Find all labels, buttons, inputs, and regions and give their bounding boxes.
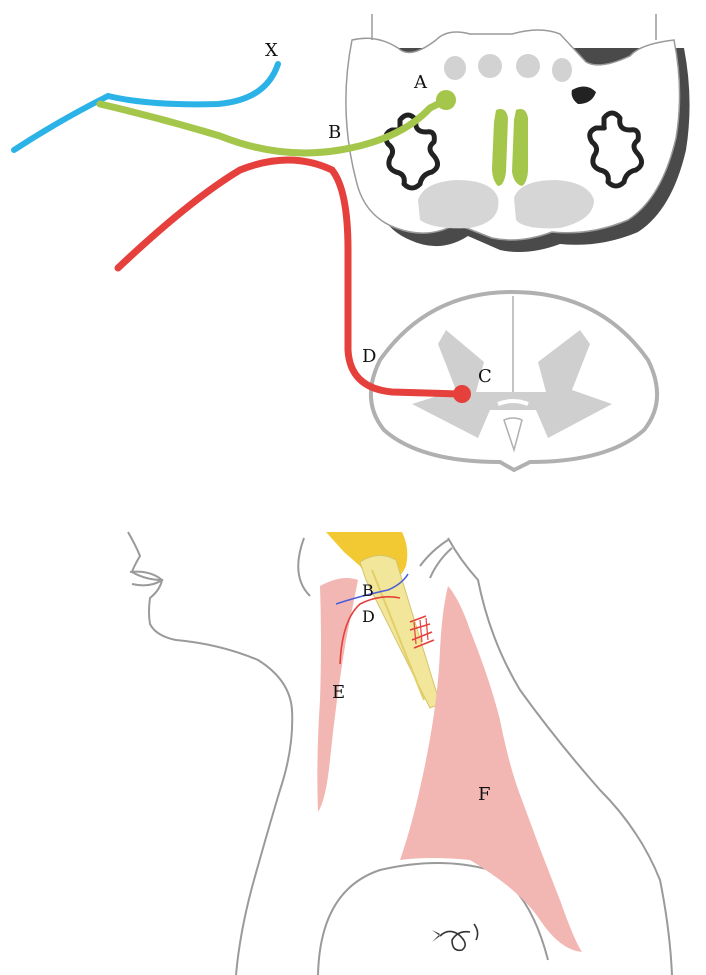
pyramid-right [514, 180, 594, 229]
blue-nerve-fiber [11, 61, 281, 153]
pyramid-left [418, 180, 499, 229]
label-a: A [413, 72, 428, 93]
neck-rootlet-ticks [413, 617, 429, 645]
neck-back-line [297, 537, 673, 975]
green-nerve-fiber [96, 96, 450, 157]
dorsal-nucleus [552, 58, 572, 82]
label-e: E [332, 682, 345, 703]
shoulder-curve [317, 862, 549, 975]
anterior-median-fissure [503, 417, 523, 453]
occipital-structure [429, 547, 453, 579]
label-f: F [478, 784, 491, 805]
green-nucleus-left [492, 109, 508, 186]
dorsal-nucleus [478, 54, 502, 78]
head-neck-illustration: B D E F [127, 531, 673, 975]
neck-red-rootlets [409, 615, 435, 649]
label-c: C [478, 366, 492, 387]
spinal-tract [359, 555, 441, 709]
occipital-structure [419, 539, 449, 567]
label-d-neck: D [362, 607, 375, 626]
red-nerve-fiber [114, 156, 464, 398]
muscle-e [317, 578, 358, 812]
red-nerve-soma [453, 385, 471, 403]
muscle-f [400, 586, 582, 952]
label-d: D [362, 346, 376, 367]
face-profile [127, 531, 294, 975]
neck-blue-nerve [335, 573, 409, 605]
green-nucleus-right [512, 109, 528, 186]
olivary-nucleus-right [587, 110, 644, 189]
green-nerve-soma [436, 90, 456, 110]
grey-matter [412, 330, 612, 438]
dorsal-nucleus [444, 56, 466, 80]
central-canal [497, 399, 529, 406]
olivary-nucleus-left [383, 112, 440, 191]
label-b: B [328, 122, 341, 143]
label-b-neck: B [362, 581, 374, 600]
spinal-cord-cross-section [368, 289, 660, 473]
label-x: X [265, 40, 278, 61]
lips [129, 570, 164, 587]
dorsal-nucleus [516, 54, 540, 78]
dark-nucleus [571, 86, 596, 104]
artist-signature-icon [432, 923, 479, 952]
neck-red-nerve [339, 596, 401, 665]
